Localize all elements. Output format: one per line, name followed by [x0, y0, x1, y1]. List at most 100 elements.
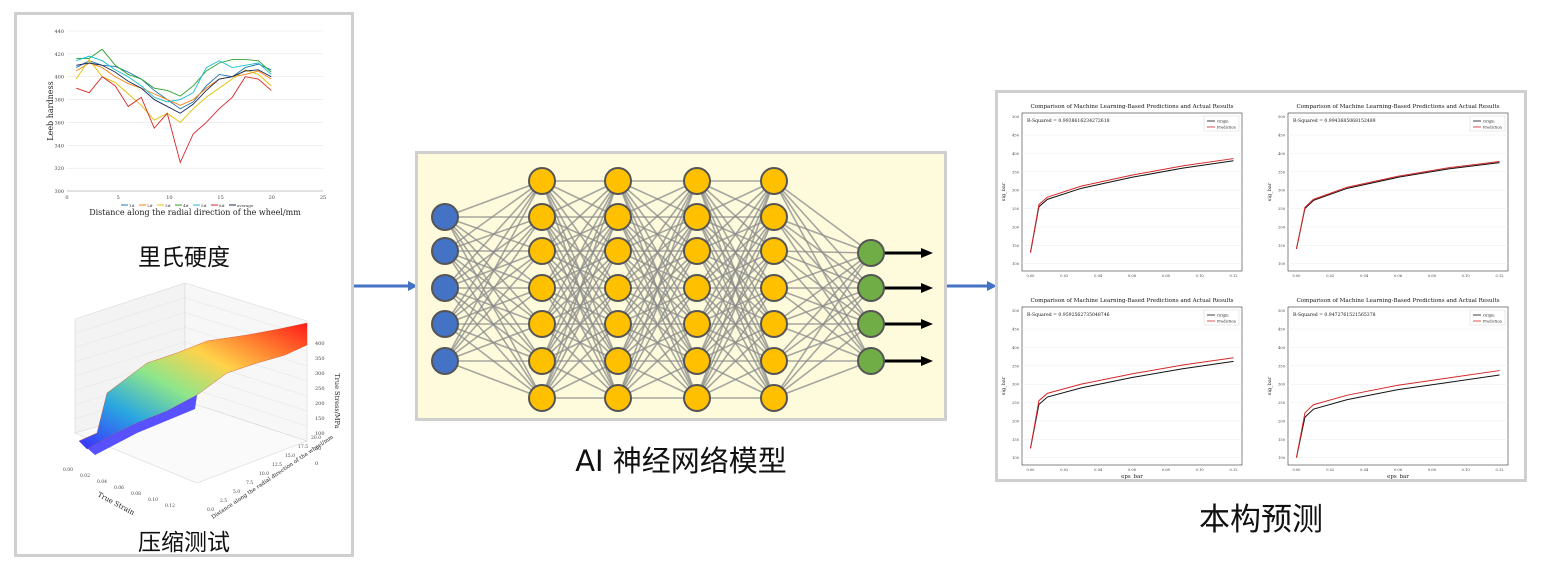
nn-hidden-node: [760, 384, 788, 412]
nn-hidden-node: [683, 384, 711, 412]
neural-network-panel: [415, 151, 947, 421]
pred-legend-origin: Origin: [1483, 120, 1495, 124]
leeb-legend-label: 5#: [201, 203, 208, 208]
leeb-xtick-label: 15: [217, 195, 223, 201]
leeb-series-line: [76, 55, 272, 103]
nn-hidden-node: [683, 167, 711, 195]
nn-connection: [696, 287, 775, 399]
pred-xlabel: eps_bar: [1121, 474, 1143, 479]
nn-connection: [444, 323, 543, 362]
nn-hidden-node: [760, 203, 788, 231]
pred-xtick-label: 0.02: [1326, 274, 1334, 278]
surface-xtick-label: 0.04: [97, 479, 107, 485]
nn-connection: [444, 180, 543, 362]
surface-ytick-label: 2.5: [220, 498, 227, 504]
leeb-xtick-label: 25: [320, 195, 326, 201]
pred-legend-prediction: Prediction: [1483, 126, 1502, 130]
nn-output-node: [857, 347, 885, 375]
nn-output-arrowhead: [921, 319, 933, 329]
nn-connection: [773, 252, 872, 325]
pred-xtick-label: 0.02: [1326, 468, 1334, 472]
pred-xtick-label: 0.08: [1428, 274, 1437, 278]
pred-ytick-label: 250: [1278, 401, 1286, 405]
pred-xtick-label: 0.10: [1462, 468, 1471, 472]
leeb-ytick-label: 420: [54, 52, 64, 58]
leeb-ytick-label: 360: [54, 120, 64, 126]
nn-hidden-node: [604, 237, 632, 265]
pred-chart-title: Comparison of Machine Learning-Based Pre…: [1031, 298, 1234, 304]
nn-connection: [773, 252, 872, 362]
surface-ytick-label: 0.0: [207, 507, 214, 513]
pred-ytick-label: 350: [1012, 364, 1020, 368]
nn-connection: [773, 250, 872, 289]
pred-ylabel: sig_bar: [1267, 182, 1273, 201]
leeb-ytick-label: 400: [54, 75, 64, 81]
leeb-ytick-label: 320: [54, 166, 64, 172]
nn-connection: [696, 180, 775, 252]
leeb-series-line: [76, 60, 272, 110]
pred-xtick-label: 0.02: [1060, 468, 1068, 472]
nn-output-arrowhead: [921, 283, 933, 293]
pred-ytick-label: 250: [1278, 207, 1286, 211]
pred-legend-origin: Origin: [1483, 314, 1495, 318]
pred-ytick-label: 200: [1012, 225, 1020, 229]
pred-ytick-label: 100: [1012, 262, 1020, 266]
nn-hidden-node: [528, 310, 556, 338]
nn-hidden-node: [683, 347, 711, 375]
surface-ztick-label: 400: [315, 341, 325, 347]
pred-rsquared: R-Squared = 0.9943685068152489: [1293, 118, 1376, 124]
surface-xtick-label: 0.06: [114, 485, 124, 491]
pred-xtick-label: 0.08: [1428, 468, 1437, 472]
surface-grid-line: [184, 386, 308, 427]
leeb-ytick-label: 440: [54, 29, 64, 35]
pred-xtick-label: 0.12: [1496, 274, 1504, 278]
pred-ytick-label: 300: [1012, 383, 1020, 387]
surface-front-edge: [79, 395, 197, 455]
surface-ztick-label: 350: [315, 356, 325, 362]
nn-connection: [444, 287, 543, 362]
model-caption: AI 神经网络模型: [575, 444, 787, 478]
pred-ytick-label: 250: [1012, 207, 1020, 211]
surface-grid-line: [74, 312, 186, 348]
surface-zlabel: True Stress/MPa: [333, 373, 341, 428]
leeb-legend-label: average: [237, 203, 254, 208]
pred-xtick-label: 0.00: [1292, 468, 1301, 472]
pred-xtick-label: 0.12: [1496, 468, 1504, 472]
nn-hidden-node: [528, 203, 556, 231]
nn-connection: [696, 180, 775, 218]
nn-connection: [444, 216, 543, 399]
nn-hidden-node: [604, 384, 632, 412]
nn-hidden-node: [528, 384, 556, 412]
nn-hidden-node: [604, 203, 632, 231]
pred-chart-title: Comparison of Machine Learning-Based Pre…: [1297, 104, 1500, 110]
surface-ytick-label: 12.5: [272, 462, 282, 468]
pred-xtick-label: 0.00: [1026, 274, 1035, 278]
pred-legend-prediction: Prediction: [1483, 320, 1502, 324]
nn-connection: [444, 250, 543, 362]
nn-connection: [696, 360, 775, 399]
nn-connection: [617, 180, 698, 362]
pred-prediction-line: [1029, 357, 1234, 449]
pred-xtick-label: 0.06: [1394, 468, 1403, 472]
nn-connection: [696, 323, 775, 399]
nn-connection: [617, 323, 698, 399]
nn-input-node: [431, 203, 459, 231]
pred-ytick-label: 450: [1012, 328, 1020, 332]
pred-rsquared: R-Squared = 0.9472761521565378: [1293, 312, 1376, 318]
pred-ytick-label: 400: [1012, 346, 1020, 350]
leeb-ytick-label: 300: [54, 189, 64, 195]
surface-xtick-label: 0.08: [131, 491, 141, 497]
pred-ytick-label: 200: [1012, 419, 1020, 423]
nn-connection: [617, 180, 698, 289]
pred-ytick-label: 350: [1012, 170, 1020, 174]
surface-ztick-label: 0: [315, 461, 318, 467]
pred-ytick-label: 300: [1278, 383, 1286, 387]
pred-xtick-label: 0.04: [1094, 274, 1103, 278]
pred-ytick-label: 150: [1278, 438, 1286, 442]
nn-connection: [541, 287, 619, 399]
pred-xtick-label: 0.08: [1162, 468, 1171, 472]
nn-hidden-node: [683, 237, 711, 265]
leeb-series-line: [76, 48, 272, 97]
leeb-series-line: [75, 58, 272, 124]
nn-hidden-node: [604, 310, 632, 338]
